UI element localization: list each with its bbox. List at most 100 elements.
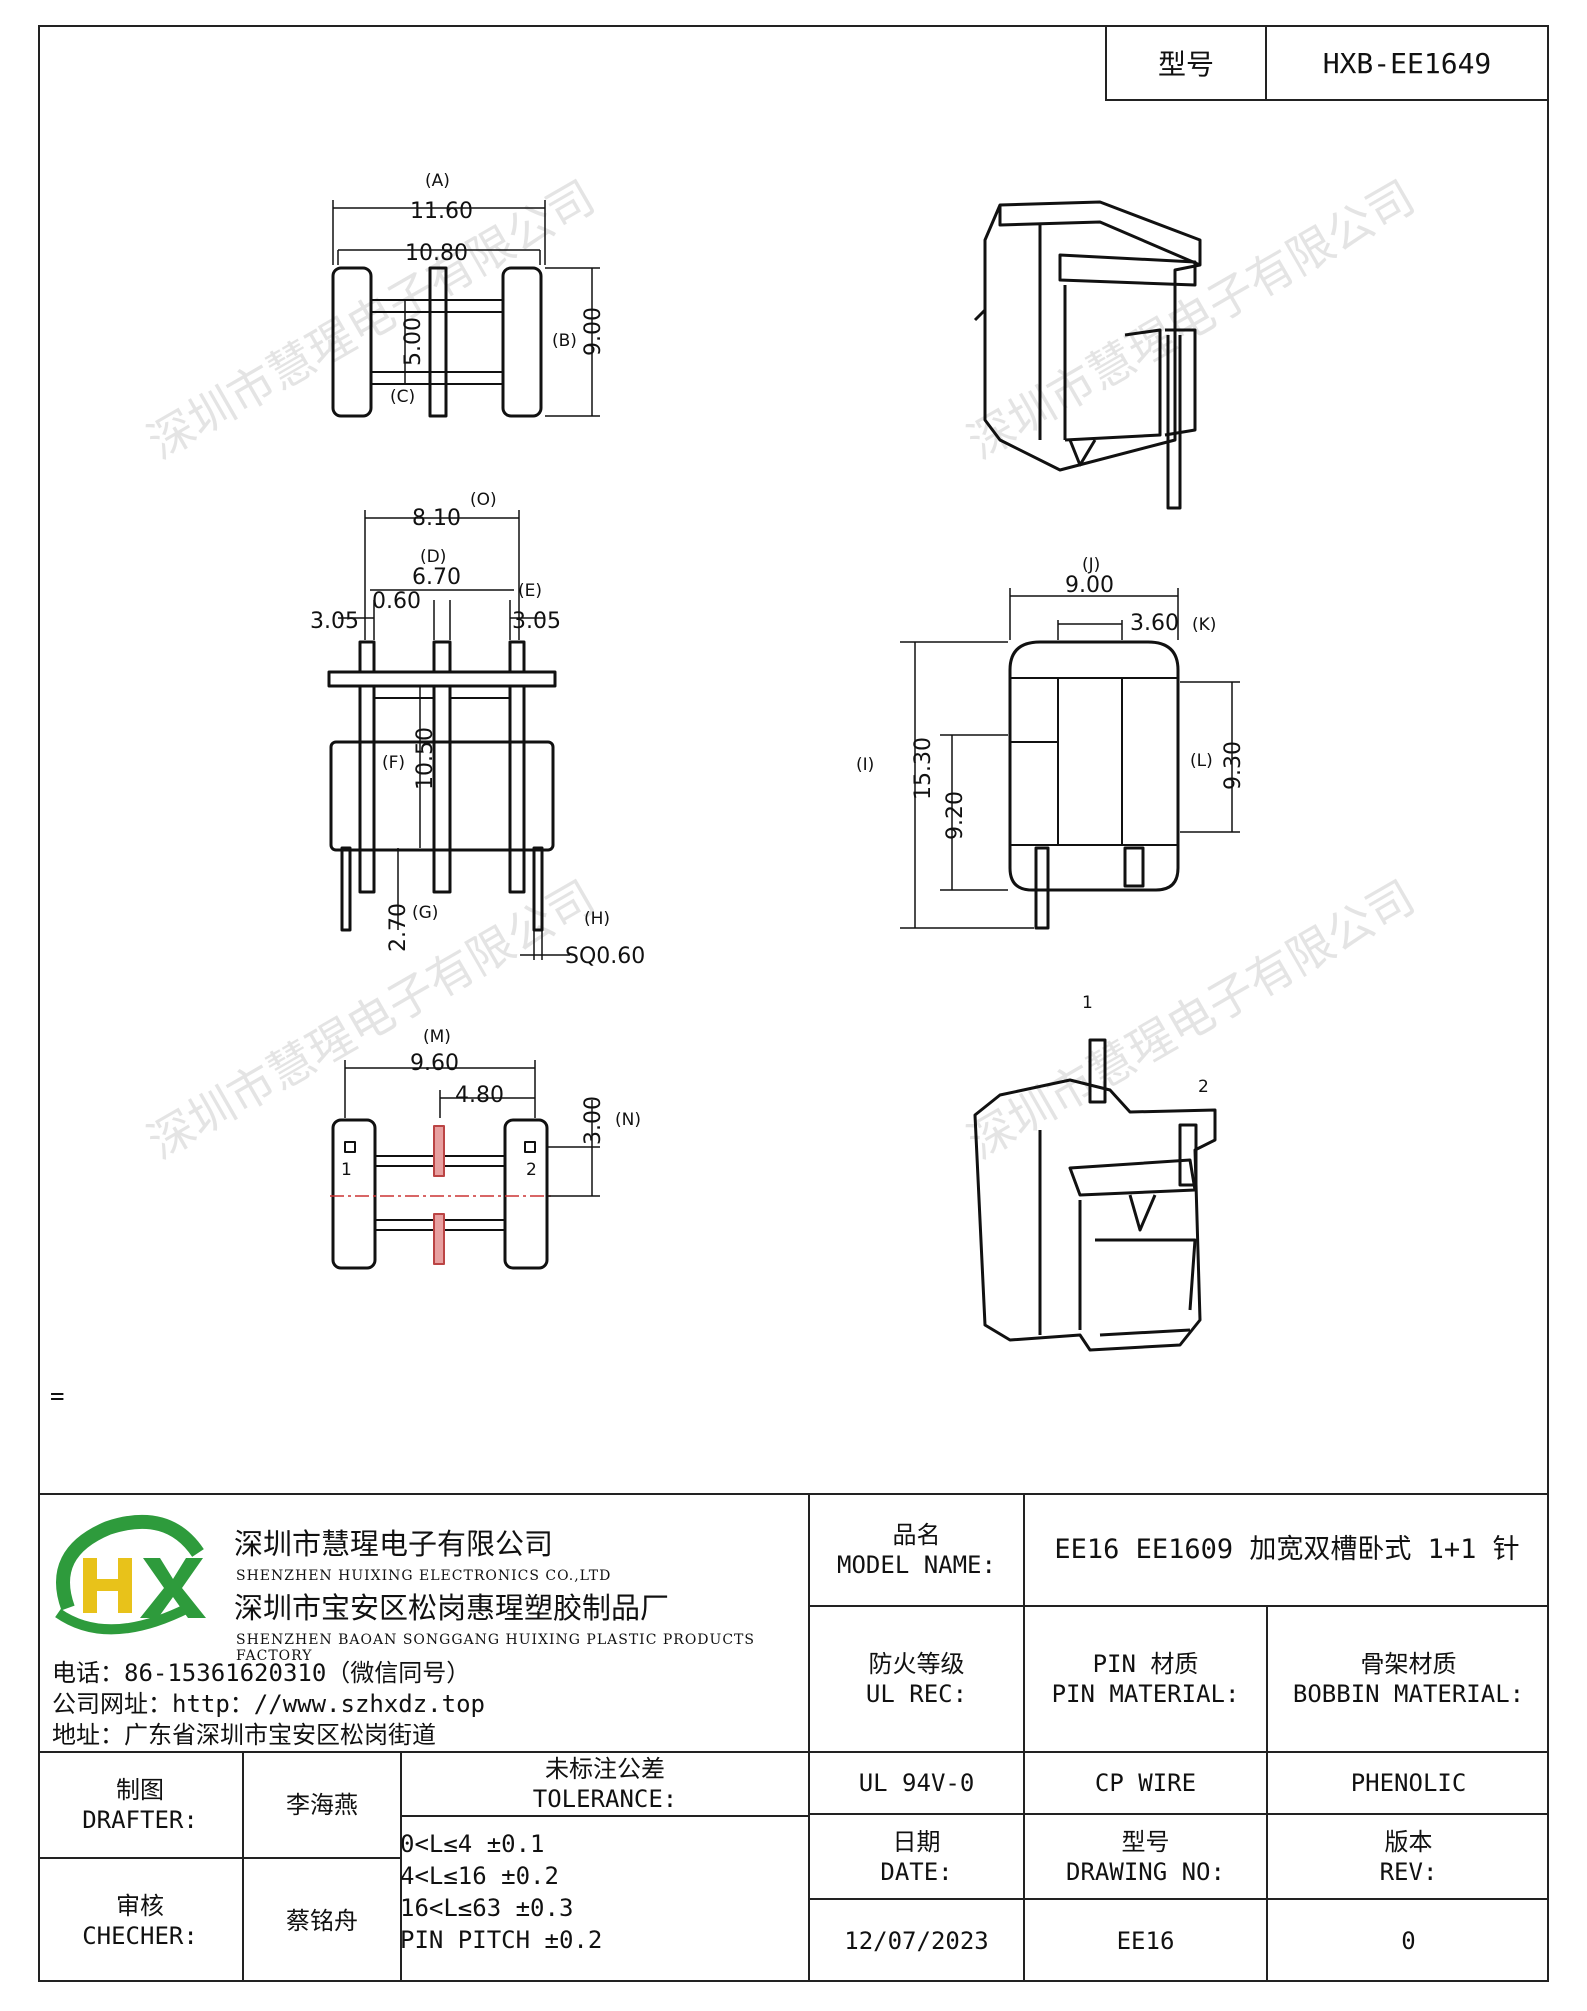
label-en: DRAWING NO:: [1066, 1857, 1225, 1886]
label-en: CHECHER:: [82, 1921, 198, 1950]
front-view: [900, 588, 1240, 930]
drawing-frame: [38, 25, 1549, 1982]
isometric-view-top: [973, 200, 1202, 510]
technical-drawing: 深圳市慧瑆电子有限公司 深圳市慧瑆电子有限公司 深圳市慧瑆电子有限公司 深圳市慧…: [139, 170, 1424, 1352]
drawing-no-label: 型号 DRAWING NO:: [1025, 1815, 1266, 1898]
dim-value: 4.80: [455, 1083, 504, 1108]
dim-tag: (J): [1082, 555, 1100, 575]
label-en: DATE:: [880, 1857, 953, 1886]
label-cn: PIN 材质: [1092, 1650, 1199, 1678]
dim-value: 10.50: [413, 727, 438, 790]
equals-mark: =: [50, 1382, 65, 1410]
dim-value: 8.10: [412, 506, 461, 531]
fire-rating-label: 防火等级 UL REC:: [810, 1607, 1023, 1751]
dim-value: 3.05: [512, 609, 561, 634]
company-address: 地址：广东省深圳市宝安区松岗街道: [52, 1721, 436, 1749]
checker-name: 蔡铭舟: [286, 1906, 358, 1935]
factory-name-cn: 深圳市宝安区松岗惠瑆塑胶制品厂: [234, 1591, 670, 1625]
label-cn: 未标注公差: [545, 1755, 665, 1783]
company-info: 深圳市慧瑆电子有限公司 SHENZHEN HUIXING ELECTRONICS…: [38, 1493, 808, 1751]
drawing-no-value: EE16: [1116, 1927, 1175, 1955]
side-view: [327, 510, 570, 960]
bottom-view: [330, 1060, 600, 1270]
pin-material-value: CP WIRE: [1094, 1769, 1197, 1797]
tolerance-line: 4<L≤16 ±0.2: [400, 1862, 559, 1890]
dim-tag: (G): [412, 903, 438, 923]
dim-value: 10.80: [405, 241, 468, 266]
tolerance-label: 未标注公差 TOLERANCE:: [402, 1753, 808, 1815]
dim-value: 11.60: [410, 199, 473, 224]
dim-value: SQ0.60: [565, 944, 645, 969]
label-en: UL REC:: [865, 1680, 968, 1708]
dim-value: 5.00: [401, 317, 426, 366]
label-en: BOBBIN MATERIAL:: [1292, 1680, 1525, 1708]
dimension-labels: (A) 11.60 10.80 (B) 9.00 5.00 (C) (O) 8.…: [310, 171, 1246, 1180]
pin-label: 1: [1082, 993, 1093, 1013]
watermarks: 深圳市慧瑆电子有限公司 深圳市慧瑆电子有限公司 深圳市慧瑆电子有限公司 深圳市慧…: [139, 170, 1424, 1170]
dim-tag: (N): [615, 1110, 641, 1130]
dim-tag: (K): [1192, 615, 1216, 635]
dim-tag: (E): [518, 581, 542, 601]
dim-value: 9.00: [581, 307, 606, 356]
model-name-label: 品名 MODEL NAME:: [810, 1495, 1023, 1605]
label-en: MODEL NAME:: [837, 1551, 996, 1579]
drafter-label: 制图 DRAFTER:: [38, 1753, 242, 1857]
label-cn: 审核: [116, 1891, 164, 1920]
dim-value: 9.60: [410, 1051, 459, 1076]
label-cn: 日期: [892, 1827, 941, 1856]
label-en: TOLERANCE:: [532, 1785, 678, 1813]
date-value: 12/07/2023: [844, 1927, 989, 1955]
company-phone: 电话：86-15361620310（微信同号）: [52, 1659, 471, 1687]
dim-value: 0.60: [372, 589, 421, 614]
label-en: REV:: [1379, 1857, 1438, 1886]
dim-value: 3.00: [581, 1096, 606, 1145]
date-label: 日期 DATE:: [810, 1815, 1023, 1898]
tolerance-list: 0<L≤4 ±0.1 4<L≤16 ±0.2 16<L≤63 ±0.3 PIN …: [400, 1828, 602, 1956]
checker-label: 审核 CHECHER:: [38, 1859, 242, 1982]
tolerance-line: 0<L≤4 ±0.1: [400, 1830, 545, 1858]
dim-tag: (D): [420, 547, 446, 567]
dim-tag: (O): [470, 490, 497, 510]
company-name-cn: 深圳市慧瑆电子有限公司: [234, 1527, 554, 1561]
isometric-view-bottom: [973, 1038, 1217, 1352]
label-cn: 型号: [1121, 1827, 1170, 1856]
dim-value: 9.30: [1221, 741, 1246, 790]
top-view: [331, 200, 600, 418]
pin-label: 2: [1198, 1077, 1209, 1097]
label-cn: 制图: [116, 1776, 164, 1804]
dim-value: 3.60: [1130, 611, 1179, 636]
label-en: PIN MATERIAL:: [1051, 1680, 1240, 1708]
dim-tag: (M): [423, 1027, 451, 1047]
company-website: 公司网址：http：//www.szhxdz.top: [52, 1690, 485, 1718]
tolerance-line: PIN PITCH ±0.2: [400, 1926, 603, 1954]
watermark: 深圳市慧瑆电子有限公司: [959, 170, 1424, 470]
dim-tag: (C): [390, 387, 415, 407]
revision-label: 版本 REV:: [1268, 1815, 1549, 1898]
label-cn: 版本: [1384, 1827, 1433, 1856]
model-name-value: EE16 EE1609 加宽双槽卧式 1+1 针: [1054, 1534, 1520, 1566]
model-label: 型号: [1107, 27, 1267, 99]
label-cn: 防火等级: [868, 1650, 965, 1678]
dim-value: 3.05: [310, 609, 359, 634]
pin-label: 2: [526, 1160, 537, 1180]
title-block: 深圳市慧瑆电子有限公司 SHENZHEN HUIXING ELECTRONICS…: [38, 1493, 1549, 1982]
bobbin-material-label: 骨架材质 BOBBIN MATERIAL:: [1268, 1607, 1549, 1751]
label-en: DRAFTER:: [82, 1806, 198, 1834]
company-logo: [55, 1514, 206, 1635]
pin-material-label: PIN 材质 PIN MATERIAL:: [1025, 1607, 1266, 1751]
dim-tag: (I): [856, 755, 874, 775]
dim-value: 6.70: [412, 565, 461, 590]
model-value: HXB-EE1649: [1322, 46, 1492, 80]
dim-value: 9.00: [1065, 573, 1114, 598]
fire-rating-value: UL 94V-0: [858, 1769, 975, 1797]
dim-tag: (B): [552, 331, 577, 351]
dim-value: 9.20: [943, 791, 968, 840]
revision-value: 0: [1401, 1927, 1416, 1955]
tolerance-line: 16<L≤63 ±0.3: [400, 1894, 574, 1922]
label-cn: 品名: [892, 1521, 941, 1549]
factory-name-en: SHENZHEN BAOAN SONGGANG HUIXING PLASTIC …: [236, 1632, 755, 1664]
dim-tag: (A): [425, 171, 450, 191]
dim-value: 15.30: [911, 737, 936, 800]
dim-tag: (F): [382, 753, 405, 773]
dim-tag: (L): [1190, 751, 1213, 771]
